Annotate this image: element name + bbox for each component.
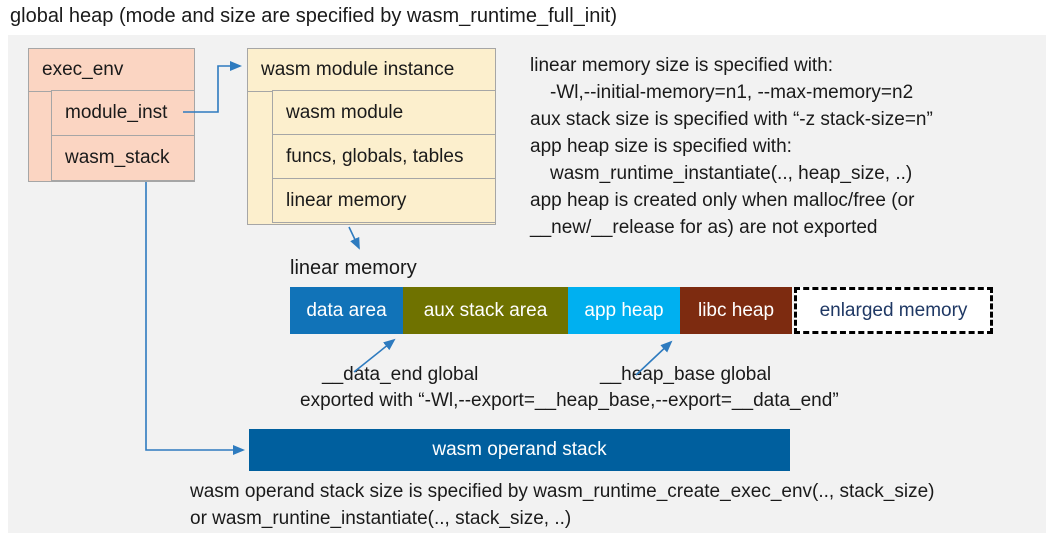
segment-app-heap: app heap [568,287,680,334]
note-line: aux stack size is specified with “-z sta… [530,109,933,130]
note-line: wasm_runtime_instantiate(.., heap_size, … [550,163,913,184]
note-line: or wasm_runtine_instantiate(.., stack_si… [190,508,572,529]
exec-env-row-wasm-stack: wasm_stack [51,135,195,181]
exec-env-box: exec_env module_inst wasm_stack [28,48,195,182]
module-instance-row-wasm-module: wasm module [272,90,496,135]
exec-env-title: exec_env [29,49,194,92]
heap-base-global-label: __heap_base global [600,364,772,385]
segment-enlarged-memory: enlarged memory [794,287,993,334]
wasm-operand-stack-bar: wasm operand stack [249,429,790,471]
note-line: app heap size is specified with: [530,136,792,157]
module-instance-row-funcs-globals-tables: funcs, globals, tables [272,134,496,179]
size-notes: linear memory size is specified with: -W… [530,52,1040,241]
module-instance-box: wasm module instance wasm module funcs, … [247,48,496,225]
segment-aux-stack-area: aux stack area [403,287,568,334]
note-line: __new/__release for as) are not exported [530,217,878,238]
segment-data-area: data area [290,287,403,334]
exec-env-row-module-inst: module_inst [51,90,195,136]
note-line: -Wl,--initial-memory=n1, --max-memory=n2 [550,82,914,103]
operand-stack-notes: wasm operand stack size is specified by … [190,478,935,532]
linear-memory-label: linear memory [290,257,417,279]
data-end-global-label: __data_end global [322,364,479,385]
segment-libc-heap: libc heap [680,287,792,334]
diagram-title: global heap (mode and size are specified… [10,5,617,27]
module-instance-row-linear-memory: linear memory [272,178,496,223]
module-instance-title: wasm module instance [248,49,495,92]
note-line: app heap is created only when malloc/fre… [530,190,915,211]
exported-with-label: exported with “-Wl,--export=__heap_base,… [300,390,839,411]
note-line: linear memory size is specified with: [530,55,834,76]
note-line: wasm operand stack size is specified by … [190,481,935,502]
